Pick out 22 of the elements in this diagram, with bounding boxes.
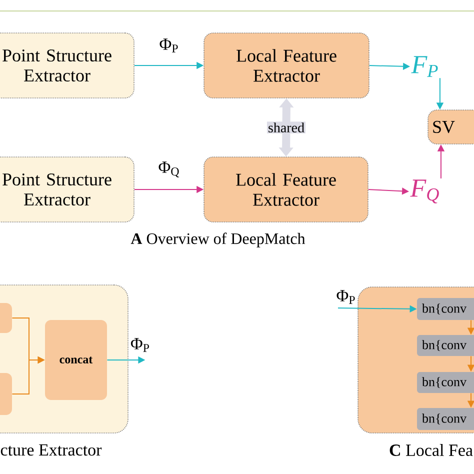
layer-box: bn{conv xyxy=(417,298,474,320)
figure-caption: A Overview of DeepMatch xyxy=(130,232,306,248)
edge-label: Φ$_{P}$ xyxy=(336,290,355,304)
node-label: C Local Fea xyxy=(390,444,473,456)
node-label: cture Extractor xyxy=(0,444,102,456)
edge-label: Φ$_{Q}$ xyxy=(158,162,180,178)
extractor-box: Local Feature Extractor xyxy=(204,32,370,98)
edge-label: shared xyxy=(266,122,306,134)
extractor-box: Point Structure Extractor xyxy=(0,32,134,98)
block xyxy=(0,373,12,415)
feature-symbol: F$_{P}$ xyxy=(411,56,438,77)
classifier-box: SV xyxy=(428,110,474,144)
extractor-box: Point Structure Extractor xyxy=(0,156,134,222)
layer-box: bn{conv xyxy=(417,408,474,430)
concat-box: concat xyxy=(45,320,107,400)
block xyxy=(0,303,12,333)
layer-box: bn{conv xyxy=(417,335,474,356)
edge-label: Φ$_{P}$ xyxy=(160,38,178,52)
feature-symbol: F$_{Q}$ xyxy=(410,180,439,204)
extractor-box: Local Feature Extractor xyxy=(204,156,368,222)
edge-label: Φ$_{P}$ xyxy=(130,338,149,352)
layer-box: bn{conv xyxy=(417,372,474,393)
